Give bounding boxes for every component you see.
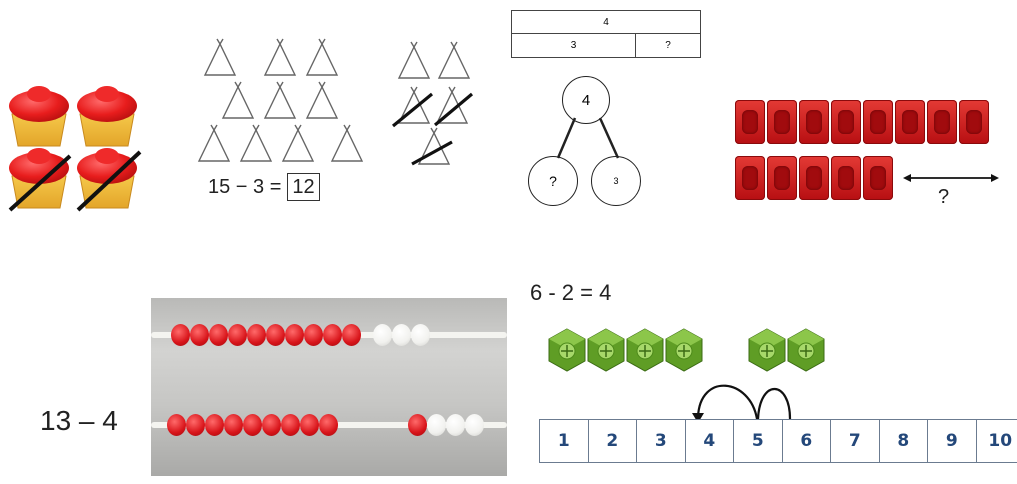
cube-row-top (735, 100, 991, 148)
number-bond-part-unknown: ? (528, 156, 578, 206)
number-line-cell: 9 (927, 419, 977, 463)
rekenrek-red-bead (209, 324, 228, 346)
rekenrek-red-bead (205, 414, 224, 436)
triangle-group (190, 30, 490, 210)
red-cube (927, 100, 957, 144)
triangle-right-group (397, 41, 471, 165)
bar-model-whole: 4 (511, 10, 701, 34)
rekenrek-red-bead (228, 324, 247, 346)
red-cube (959, 100, 989, 144)
red-cube (863, 156, 893, 200)
number-line-cell: 6 (781, 419, 831, 463)
green-cube (587, 328, 625, 372)
green-cube (548, 328, 586, 372)
rekenrek-red-bead (262, 414, 281, 436)
red-cube (863, 100, 893, 144)
triangle-row-1 (203, 38, 339, 76)
rekenrek-red-bead (323, 324, 342, 346)
rekenrek-red-bead (247, 324, 266, 346)
red-cube (831, 100, 861, 144)
bar-model-unknown-part: ? (635, 33, 701, 58)
cupcake-4 (76, 148, 142, 212)
green-cube (665, 328, 703, 372)
bar-model-known-part: 3 (511, 33, 636, 58)
rekenrek-red-bead (304, 324, 323, 346)
number-line-cell: 1 (539, 419, 589, 463)
number-line-cell: 5 (733, 419, 783, 463)
rekenrek-white-bead (427, 414, 446, 436)
number-line-cell: 7 (830, 419, 880, 463)
rekenrek-red-bead (186, 414, 205, 436)
rekenrek-white-bead (411, 324, 430, 346)
green-cube-group-right (748, 328, 826, 372)
cube-row-bottom (735, 156, 895, 204)
red-cube (799, 156, 829, 200)
rekenrek-red-bead (285, 324, 304, 346)
cube-unknown-label: ? (938, 186, 950, 208)
cupcake-1 (9, 86, 69, 147)
red-cube (767, 100, 797, 144)
rekenrek-label: 13 – 4 (40, 405, 118, 436)
number-line-cell: 10 (975, 419, 1017, 463)
red-cube (831, 156, 861, 200)
rekenrek-row-top (171, 324, 430, 346)
red-cube (799, 100, 829, 144)
rekenrek-red-bead (171, 324, 190, 346)
triangle-row-3 (197, 124, 364, 162)
green-cube (787, 328, 825, 372)
rekenrek-red-bead (281, 414, 300, 436)
number-line-cell: 2 (587, 419, 637, 463)
cube-trains: ? (735, 100, 1005, 215)
green-cube-group-left (548, 328, 704, 372)
bar-model: 4 3 ? (511, 10, 701, 58)
triangles-svg (197, 38, 474, 166)
rekenrek-red-bead (167, 414, 186, 436)
number-line-cell: 3 (636, 419, 686, 463)
rekenrek-row-bottom (167, 414, 484, 436)
green-cube (626, 328, 664, 372)
green-cubes (540, 328, 840, 388)
triangle-cross-lines (391, 92, 474, 166)
cupcake-3 (8, 148, 72, 212)
number-bond-part-known: 3 (591, 156, 641, 206)
red-cube (767, 156, 797, 200)
rekenrek-red-bead (190, 324, 209, 346)
red-cube (735, 156, 765, 200)
rekenrek-white-bead (373, 324, 392, 346)
cupcake-2 (77, 86, 137, 147)
number-line-equation: 6 - 2 = 4 (530, 280, 612, 305)
number-line-cell: 4 (684, 419, 734, 463)
rekenrek-red-bead (342, 324, 361, 346)
number-line-cell: 8 (878, 419, 928, 463)
cupcake-group (0, 80, 150, 220)
rekenrek-red-bead (300, 414, 319, 436)
rekenrek-red-bead (266, 324, 285, 346)
rekenrek-red-bead (224, 414, 243, 436)
rekenrek-red-bead (243, 414, 262, 436)
cupcakes-svg (8, 86, 142, 212)
rekenrek-moved-bead (408, 414, 427, 436)
number-bond-lines (556, 117, 620, 159)
rekenrek-white-bead (465, 414, 484, 436)
number-bond: 4 ? 3 (520, 70, 650, 210)
triangle-row-2 (221, 81, 339, 119)
red-cube (735, 100, 765, 144)
triangle-answer-box: 12 (287, 173, 320, 201)
rekenrek-photo (151, 298, 507, 476)
red-cube (895, 100, 925, 144)
triangle-equation-text: 15 − 3 = (208, 175, 282, 198)
rekenrek-red-bead (319, 414, 338, 436)
triangle-equation: 15 − 3 = 12 (208, 173, 320, 201)
rekenrek-white-bead (392, 324, 411, 346)
number-bond-whole: 4 (562, 76, 610, 124)
green-cube (748, 328, 786, 372)
rekenrek-white-bead (446, 414, 465, 436)
